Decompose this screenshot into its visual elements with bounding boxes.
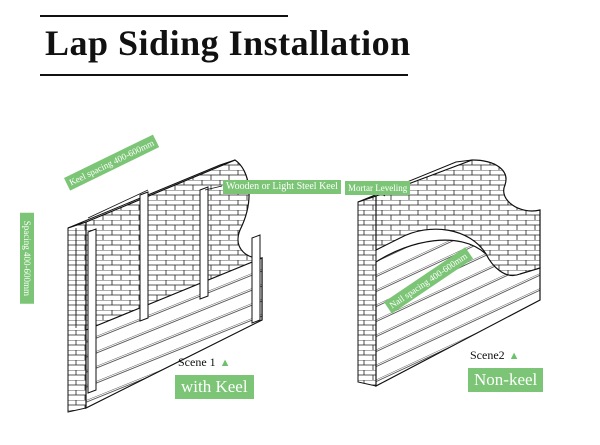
scene2-caption: Scene2▲ [470,348,520,363]
keel-4 [251,234,261,324]
scene1-caption-text: Scene 1 [178,355,216,369]
keel-2 [139,191,149,322]
scene1-caption: Scene 1▲ [178,355,231,370]
triangle-icon: ▲ [219,357,231,369]
mortar-leveling-label: Mortar Leveling [345,181,411,195]
scene1-diagram [67,159,263,413]
keel-spacing-dimension [87,189,149,219]
scene2-wall-side [357,195,377,387]
scene1-wall-top [67,159,236,229]
scene2-siding-boards [375,239,541,387]
keel-3 [199,186,209,300]
scene1-tag: with Keel [175,375,254,399]
keel-1 [87,228,97,394]
header-rule-bottom [40,74,408,76]
scene2-tag: Non-keel [468,368,544,392]
header-rule-top [40,15,288,17]
scene2-caption-text: Scene2 [470,348,505,362]
page-title: Lap Siding Installation [45,23,411,63]
vertical-spacing-label: Spacing 400-600mm [20,212,34,304]
keel-type-label: Wooden or Light Steel Keel [223,180,341,194]
keel-leader-line [204,185,223,191]
triangle-icon: ▲ [508,350,520,362]
scene1-wall-side [67,221,87,413]
